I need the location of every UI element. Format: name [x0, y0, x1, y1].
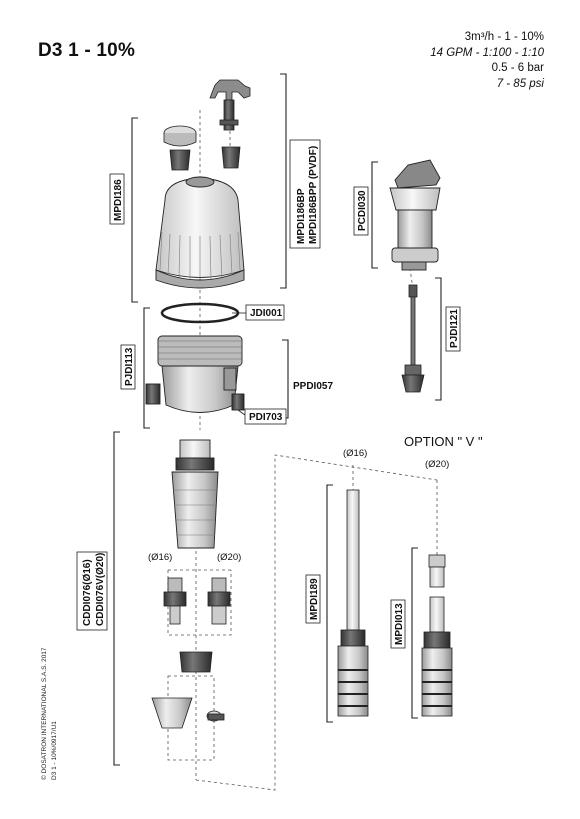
- specifications: 3m³/h - 1 - 10% 14 GPM - 1:100 - 1:10 0.…: [430, 30, 544, 92]
- connector-20-illustration: [207, 577, 231, 625]
- svg-text:JDI001: JDI001: [250, 308, 283, 319]
- spec-gpm: 14 GPM - 1:100 - 1:10: [430, 46, 544, 59]
- svg-text:MPDI189: MPDI189: [309, 578, 320, 620]
- svg-text:PCDI030: PCDI030: [357, 190, 368, 231]
- upper-bell-illustration: [155, 176, 245, 289]
- lower-body-illustration: [145, 335, 245, 413]
- top-handle-illustration: [209, 79, 251, 131]
- piston-rod-illustration: [401, 284, 425, 393]
- svg-text:MPDI186BPP (PVDF): MPDI186BPP (PVDF): [308, 146, 319, 244]
- label-mpdi186: MPDI186: [109, 173, 125, 225]
- bleed-cap-illustration: [163, 125, 241, 171]
- page-title: D3 1 - 10%: [38, 40, 136, 61]
- document-reference: D3 1 - 10%/0917/U1: [51, 721, 58, 780]
- diameter-16-right: (Ø16): [343, 448, 367, 459]
- connector-16-illustration: [163, 577, 187, 625]
- svg-text:MPDI013: MPDI013: [394, 603, 405, 645]
- diameter-16-left: (Ø16): [148, 552, 172, 563]
- motor-piston-illustration: [389, 159, 441, 271]
- label-mpdi189: MPDI189: [305, 574, 321, 624]
- spec-psi: 7 - 85 psi: [496, 77, 544, 90]
- svg-text:PJDI113: PJDI113: [124, 347, 135, 386]
- svg-text:PJDI121: PJDI121: [449, 309, 460, 348]
- label-pcdi030: PCDI030: [353, 186, 369, 236]
- nut-illustration: [179, 651, 213, 673]
- svg-text:CDDI076V(Ø20): CDDI076V(Ø20): [95, 553, 106, 626]
- label-pjdi113: PJDI113: [120, 344, 136, 390]
- label-cddi076: CDDI076(Ø16) CDDI076V(Ø20): [76, 551, 108, 631]
- hose-clip-illustration: [206, 710, 225, 722]
- spec-bar: 0.5 - 6 bar: [491, 62, 544, 74]
- svg-text:MPDI186: MPDI186: [113, 179, 124, 221]
- o-ring-illustration: [160, 302, 240, 324]
- spec-flow: 3m³/h - 1 - 10%: [464, 31, 544, 43]
- option-v-title: OPTION " V ": [404, 434, 483, 449]
- suction-tube-16-illustration: [337, 489, 369, 717]
- dosing-part-illustration: [171, 439, 219, 549]
- svg-text:MPDI186BP: MPDI186BP: [296, 188, 307, 244]
- suction-tube-20-illustration: [421, 554, 453, 717]
- svg-text:PPDI057: PPDI057: [293, 381, 333, 392]
- cone-strainer-illustration: [151, 697, 193, 729]
- label-ppdi057: PPDI057: [293, 381, 333, 392]
- label-pjdi121: PJDI121: [445, 306, 461, 352]
- svg-text:CDDI076(Ø16): CDDI076(Ø16): [82, 559, 93, 626]
- label-mpdi013: MPDI013: [390, 599, 406, 649]
- diameter-20-right: (Ø20): [425, 459, 449, 470]
- svg-text:PDI703: PDI703: [249, 412, 283, 423]
- copyright-text: © DOSATRON INTERNATIONAL S.A.S. 2017: [40, 647, 48, 780]
- label-mpdi186bp: MPDI186BP MPDI186BPP (PVDF): [289, 139, 321, 249]
- label-pdi703: PDI703: [237, 408, 287, 425]
- diameter-20-left: (Ø20): [217, 552, 241, 563]
- label-jdi001: JDI001: [232, 304, 285, 321]
